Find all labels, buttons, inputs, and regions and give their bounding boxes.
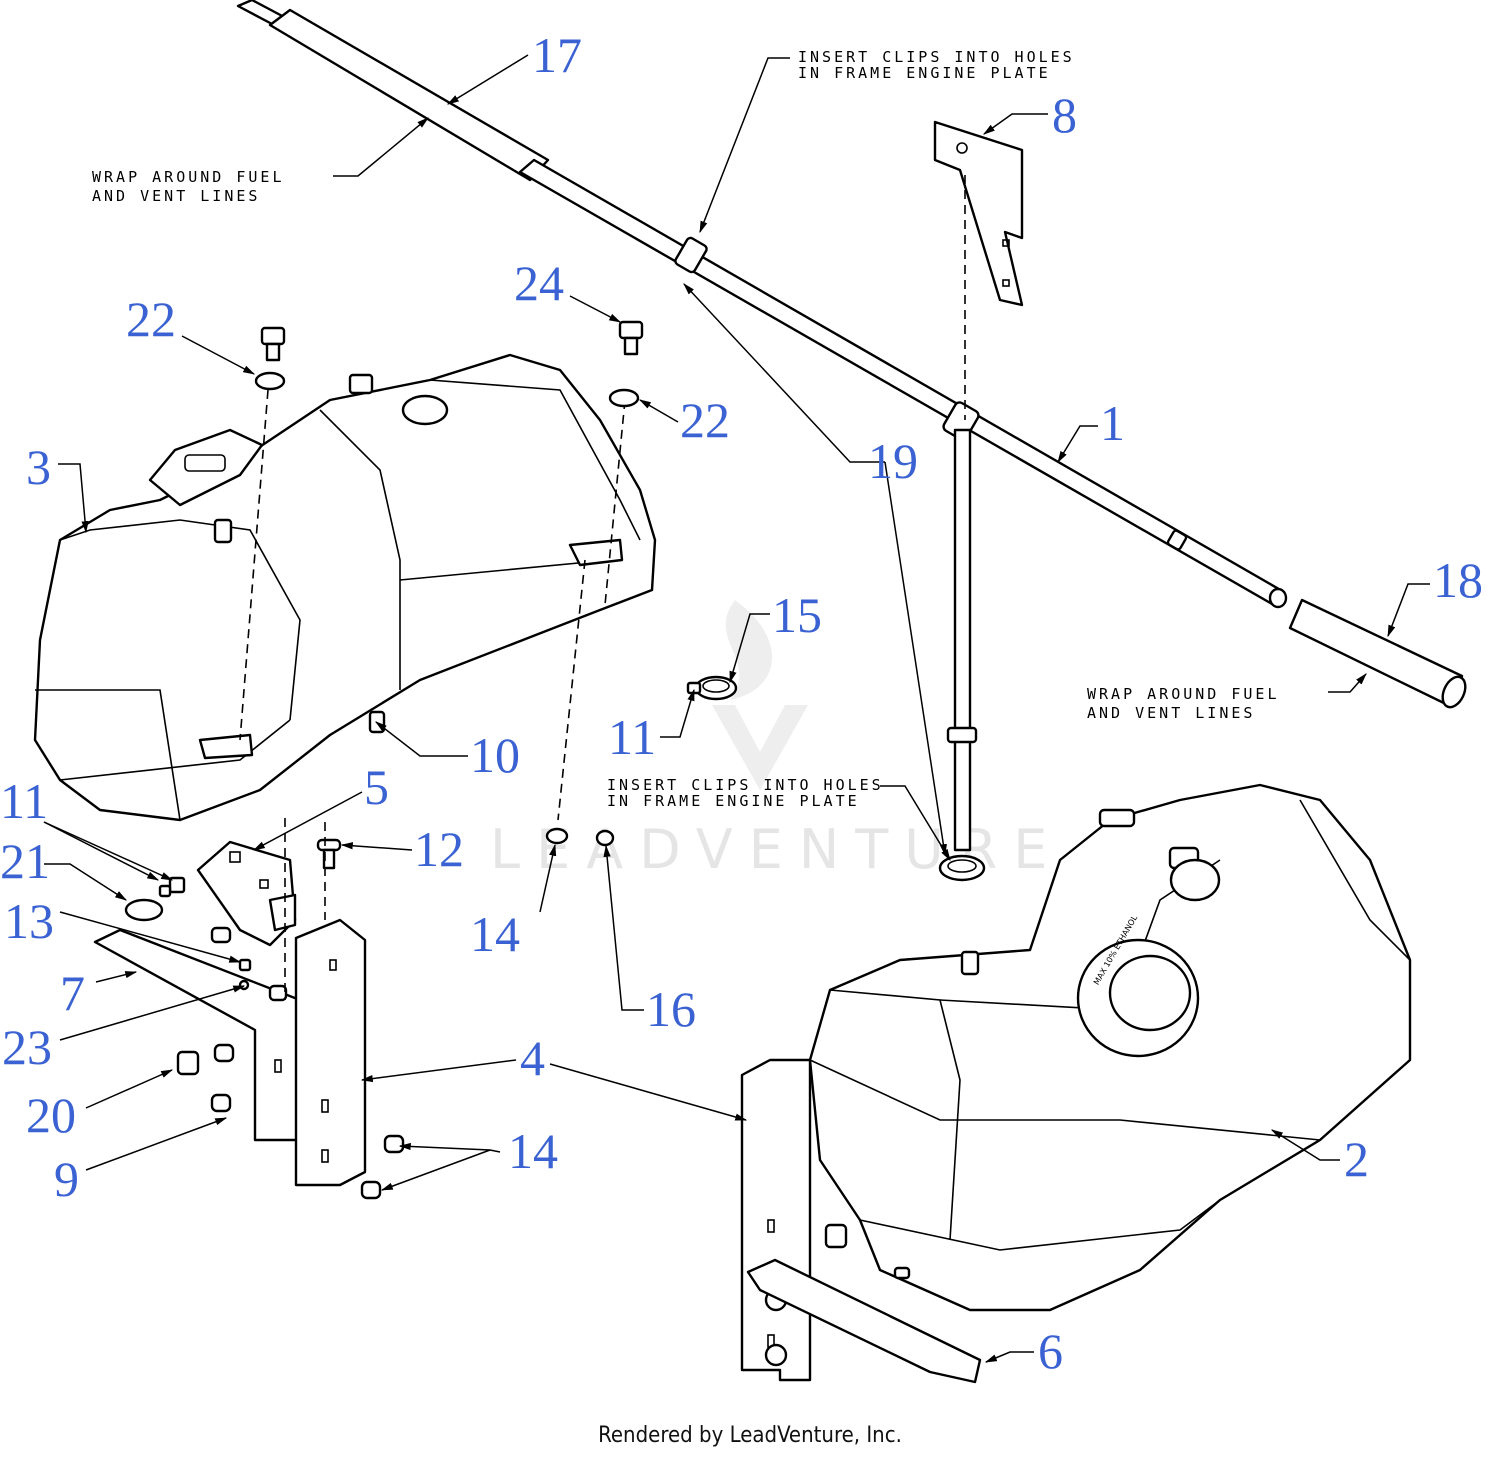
callout-20: 20 (26, 1087, 76, 1143)
hardware-14-16 (545, 827, 615, 847)
callout-16: 16 (646, 981, 696, 1037)
svg-text:INSERT CLIPS INTO HOLES: INSERT CLIPS INTO HOLES (607, 776, 884, 794)
bolts-top (254, 320, 644, 408)
callout-14-lower: 14 (508, 1123, 558, 1179)
callout-21: 21 (0, 833, 50, 889)
callout-13: 13 (4, 893, 54, 949)
svg-text:IN FRAME ENGINE PLATE: IN FRAME ENGINE PLATE (798, 64, 1051, 82)
note-wrap-top: WRAP AROUND FUEL AND VENT LINES (92, 117, 429, 205)
callout-2: 2 (1344, 1131, 1369, 1187)
callout-22-right: 22 (680, 392, 730, 448)
callout-19: 19 (868, 433, 918, 489)
clamp-15-and-fitting-11 (686, 675, 738, 701)
svg-text:IN FRAME ENGINE PLATE: IN FRAME ENGINE PLATE (607, 792, 860, 810)
callout-15: 15 (772, 587, 822, 643)
callout-12: 12 (414, 821, 464, 877)
callout-9: 9 (54, 1151, 79, 1207)
svg-text:WRAP AROUND FUEL: WRAP AROUND FUEL (92, 168, 285, 186)
callout-22-left: 22 (126, 291, 176, 347)
bracket-8 (933, 120, 1024, 420)
fuel-line-assembly (236, 0, 1467, 882)
svg-text:INSERT CLIPS INTO HOLES: INSERT CLIPS INTO HOLES (798, 48, 1075, 66)
svg-text:AND VENT LINES: AND VENT LINES (92, 187, 260, 205)
callout-10: 10 (470, 727, 520, 783)
leader-lines (43, 54, 1430, 1363)
footer-credit: Rendered by LeadVenture, Inc. (598, 1423, 902, 1448)
callout-7: 7 (60, 965, 85, 1021)
bracket-assembly-left (93, 818, 405, 1200)
callout-14-center: 14 (470, 906, 520, 962)
callout-18: 18 (1433, 552, 1483, 608)
fuel-tank-left (33, 353, 657, 822)
callout-17: 17 (532, 27, 582, 83)
callout-11-center: 11 (608, 709, 656, 765)
fuel-tank-right: MAX 10% ETHANOL (740, 783, 1412, 1384)
note-wrap-right: WRAP AROUND FUEL AND VENT LINES (1087, 673, 1367, 722)
note-clips-mid: INSERT CLIPS INTO HOLES IN FRAME ENGINE … (607, 776, 951, 862)
callout-3: 3 (26, 439, 51, 495)
callout-5: 5 (364, 759, 389, 815)
callout-8: 8 (1052, 87, 1077, 143)
note-clips-top: INSERT CLIPS INTO HOLES IN FRAME ENGINE … (699, 48, 1075, 234)
callout-11-left: 11 (0, 773, 48, 829)
callout-1: 1 (1100, 395, 1125, 451)
svg-text:WRAP AROUND FUEL: WRAP AROUND FUEL (1087, 685, 1280, 703)
callout-23: 23 (2, 1019, 52, 1075)
callout-4: 4 (520, 1030, 545, 1086)
callout-6: 6 (1038, 1323, 1063, 1379)
callout-numbers: 17 8 24 22 22 3 1 19 18 15 11 10 5 11 21… (0, 27, 1483, 1379)
svg-text:AND VENT LINES: AND VENT LINES (1087, 704, 1255, 722)
callout-24: 24 (514, 255, 564, 311)
